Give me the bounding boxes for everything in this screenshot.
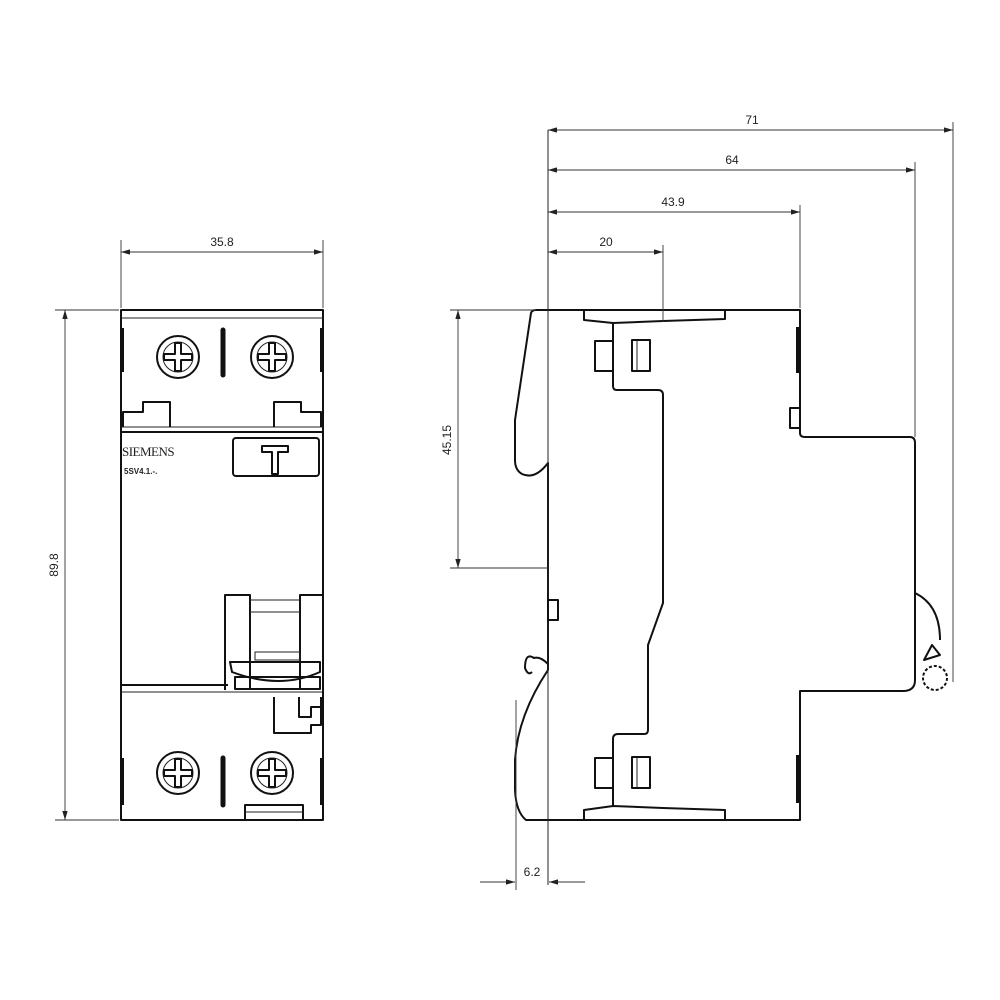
- toggle-lever: [224, 594, 323, 690]
- terminal-screw-icon: [250, 751, 294, 795]
- height-dimension: 89.8: [47, 553, 61, 577]
- side-view: 71 64 43.9 20 45.15 6.2: [440, 113, 954, 890]
- terminal-screw-icon: [250, 335, 294, 379]
- depth-dimension-20: 20: [599, 235, 613, 249]
- clip-dimension: 6.2: [524, 865, 541, 879]
- width-dimension: 35.8: [210, 235, 234, 249]
- depth-dimension-43-9: 43.9: [661, 195, 685, 209]
- brand-label: SIEMENS: [122, 444, 174, 459]
- side-housing-outline: [514, 309, 916, 821]
- rear-knob-icon: [914, 592, 948, 691]
- terminal-screw-icon: [156, 751, 200, 795]
- front-view: SIEMENS 5SV4.1.-. 35.8: [47, 235, 324, 821]
- terminal-screw-icon: [156, 335, 200, 379]
- type-label: 5SV4.1.-.: [124, 467, 157, 476]
- depth-dimension-64: 64: [725, 153, 739, 167]
- rail-offset-dimension: 45.15: [440, 425, 454, 455]
- depth-dimension-71: 71: [745, 113, 759, 127]
- front-housing: [120, 309, 324, 821]
